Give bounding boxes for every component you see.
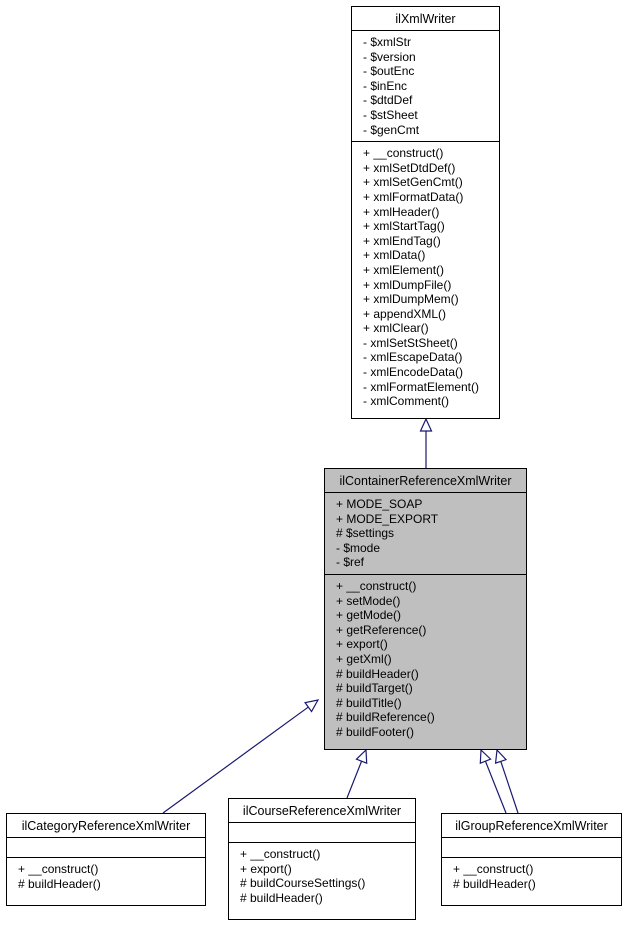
method-item: + getMode(): [336, 608, 402, 623]
class-box-ilgroupreferencexmlwriter[interactable]: ilGroupReferenceXmlWriter + __construct()…: [441, 813, 622, 906]
attribute-item: - $genCmt: [363, 122, 420, 137]
methods-compartment: + __construct()# buildHeader(): [7, 858, 205, 895]
inheritance-arrowhead: [494, 748, 508, 764]
method-item: + xmlDumpMem(): [363, 292, 459, 307]
method-item: # buildHeader(): [453, 876, 536, 891]
method-item: + getXml(): [336, 651, 392, 666]
attributes-compartment: - $xmlStr- $version- $outEnc- $inEnc- $d…: [352, 31, 499, 143]
method-item: # buildReference(): [336, 710, 435, 725]
method-item: + setMode(): [336, 593, 401, 608]
class-name-ilcontainerreferencexmlwriter: ilContainerReferenceXmlWriter: [325, 469, 526, 493]
inheritance-arrowhead: [419, 417, 433, 432]
method-item: + __construct(): [240, 847, 321, 861]
attribute-item: - $ref: [336, 555, 365, 570]
method-item: + getReference(): [336, 622, 427, 637]
method-item: + __construct(): [453, 862, 534, 876]
methods-compartment: + __construct()+ xmlSetDtdDef()+ xmlSetG…: [352, 142, 499, 413]
method-item: + __construct(): [18, 862, 99, 876]
attribute-item: - $inEnc: [363, 78, 408, 93]
class-box-ilcontainerreferencexmlwriter[interactable]: ilContainerReferenceXmlWriter+ MODE_SOAP…: [324, 468, 527, 750]
method-item: + xmlElement(): [363, 262, 445, 277]
method-item: + xmlFormatData(): [363, 189, 464, 204]
method-item: + export(): [240, 861, 292, 876]
inheritance-edge-category-to-container: [162, 706, 309, 814]
class-name-ilxmlwriter: ilXmlWriter: [352, 7, 499, 31]
methods-compartment: + __construct()# buildHeader(): [442, 858, 621, 895]
inheritance-arrowhead: [304, 699, 320, 713]
attribute-item: - $xmlStr: [363, 35, 411, 49]
class-box-ilxmlwriter[interactable]: ilXmlWriter- $xmlStr- $version- $outEnc-…: [351, 6, 500, 419]
method-item: # buildHeader(): [336, 666, 419, 681]
attributes-compartment: + MODE_SOAP+ MODE_EXPORT# $settings- $mo…: [325, 493, 526, 575]
inheritance-edge-group-to-container: [500, 761, 519, 814]
method-item: - xmlEscapeData(): [363, 350, 463, 365]
method-item: + xmlEndTag(): [363, 233, 441, 248]
attribute-item: - $stSheet: [363, 107, 418, 122]
method-item: # buildFooter(): [336, 724, 415, 739]
attributes-compartment: [7, 838, 205, 858]
method-item: # buildTitle(): [336, 695, 402, 710]
methods-compartment: + __construct()+ setMode()+ getMode()+ g…: [325, 575, 526, 744]
attributes-compartment: [229, 823, 415, 843]
class-box-ilcoursereferencexmlwriter[interactable]: ilCourseReferenceXmlWriter + __construct(…: [228, 798, 416, 920]
methods-compartment: + __construct()+ export()# buildCourseSe…: [229, 843, 415, 909]
method-item: + appendXML(): [363, 306, 447, 321]
inheritance-edge-course-to-container: [346, 760, 363, 799]
method-item: # buildHeader(): [18, 876, 101, 891]
class-name-ilgroupreferencexmlwriter: ilGroupReferenceXmlWriter: [442, 814, 621, 838]
method-item: - xmlComment(): [363, 394, 449, 409]
attribute-item: + MODE_SOAP: [336, 497, 423, 511]
method-item: + xmlDumpFile(): [363, 277, 452, 292]
method-item: + __construct(): [336, 578, 417, 593]
method-item: + export(): [336, 637, 388, 652]
attribute-item: - $dtdDef: [363, 93, 413, 108]
method-item: - xmlSetStSheet(): [363, 335, 458, 350]
method-item: + xmlData(): [363, 248, 426, 263]
class-name-ilcategoryreferencexmlwriter: ilCategoryReferenceXmlWriter: [7, 814, 205, 838]
method-item: + xmlStartTag(): [363, 219, 445, 234]
method-item: - xmlEncodeData(): [363, 365, 464, 380]
method-item: # buildHeader(): [240, 890, 323, 905]
method-item: - xmlFormatElement(): [363, 379, 480, 394]
method-item: + xmlSetGenCmt(): [363, 175, 463, 190]
class-name-ilcoursereferencexmlwriter: ilCourseReferenceXmlWriter: [229, 799, 415, 823]
inheritance-edge-group-to-container: [484, 760, 507, 814]
attribute-item: # $settings: [336, 526, 395, 541]
attribute-item: - $mode: [336, 540, 381, 555]
method-item: + xmlSetDtdDef(): [363, 160, 456, 175]
method-item: # buildCourseSettings(): [240, 876, 366, 891]
attribute-item: - $version: [363, 49, 416, 64]
method-item: + xmlClear(): [363, 321, 429, 336]
method-item: + __construct(): [363, 146, 444, 161]
method-item: + xmlHeader(): [363, 204, 440, 219]
class-box-ilcategoryreferencexmlwriter[interactable]: ilCategoryReferenceXmlWriter + __construc…: [6, 813, 206, 906]
method-item: # buildTarget(): [336, 681, 413, 696]
attributes-compartment: [442, 838, 621, 858]
attribute-item: + MODE_EXPORT: [336, 511, 439, 526]
attribute-item: - $outEnc: [363, 64, 415, 79]
